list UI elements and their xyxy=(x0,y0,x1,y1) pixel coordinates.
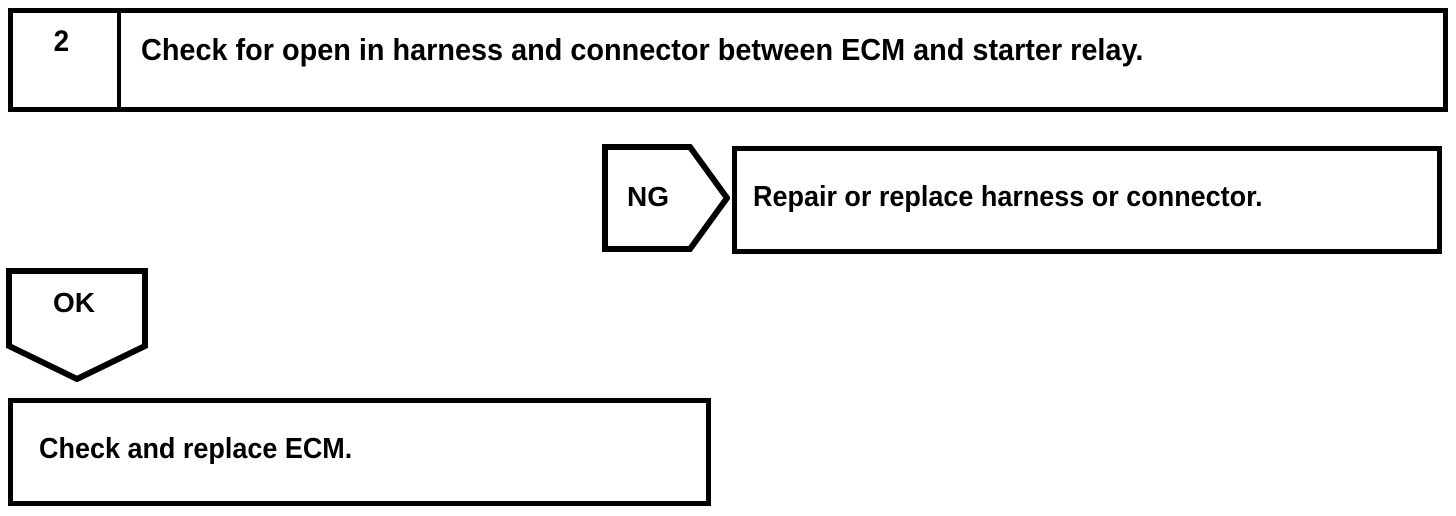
ok-result-text: Check and replace ECM. xyxy=(39,433,353,465)
ok-arrow-icon xyxy=(6,268,148,382)
step-row: 2 Check for open in harness and connecto… xyxy=(8,8,1448,112)
ng-result-box: Repair or replace harness or connector. xyxy=(732,146,1442,254)
ng-arrow-icon xyxy=(602,144,730,252)
ok-result-box: Check and replace ECM. xyxy=(8,398,711,506)
ng-label: NG xyxy=(627,181,669,212)
step-number-cell: 2 xyxy=(13,13,121,107)
step-instruction: Check for open in harness and connector … xyxy=(141,32,1144,67)
ok-label: OK xyxy=(53,287,95,318)
ng-result-text: Repair or replace harness or connector. xyxy=(753,181,1263,213)
step-number: 2 xyxy=(53,25,70,58)
